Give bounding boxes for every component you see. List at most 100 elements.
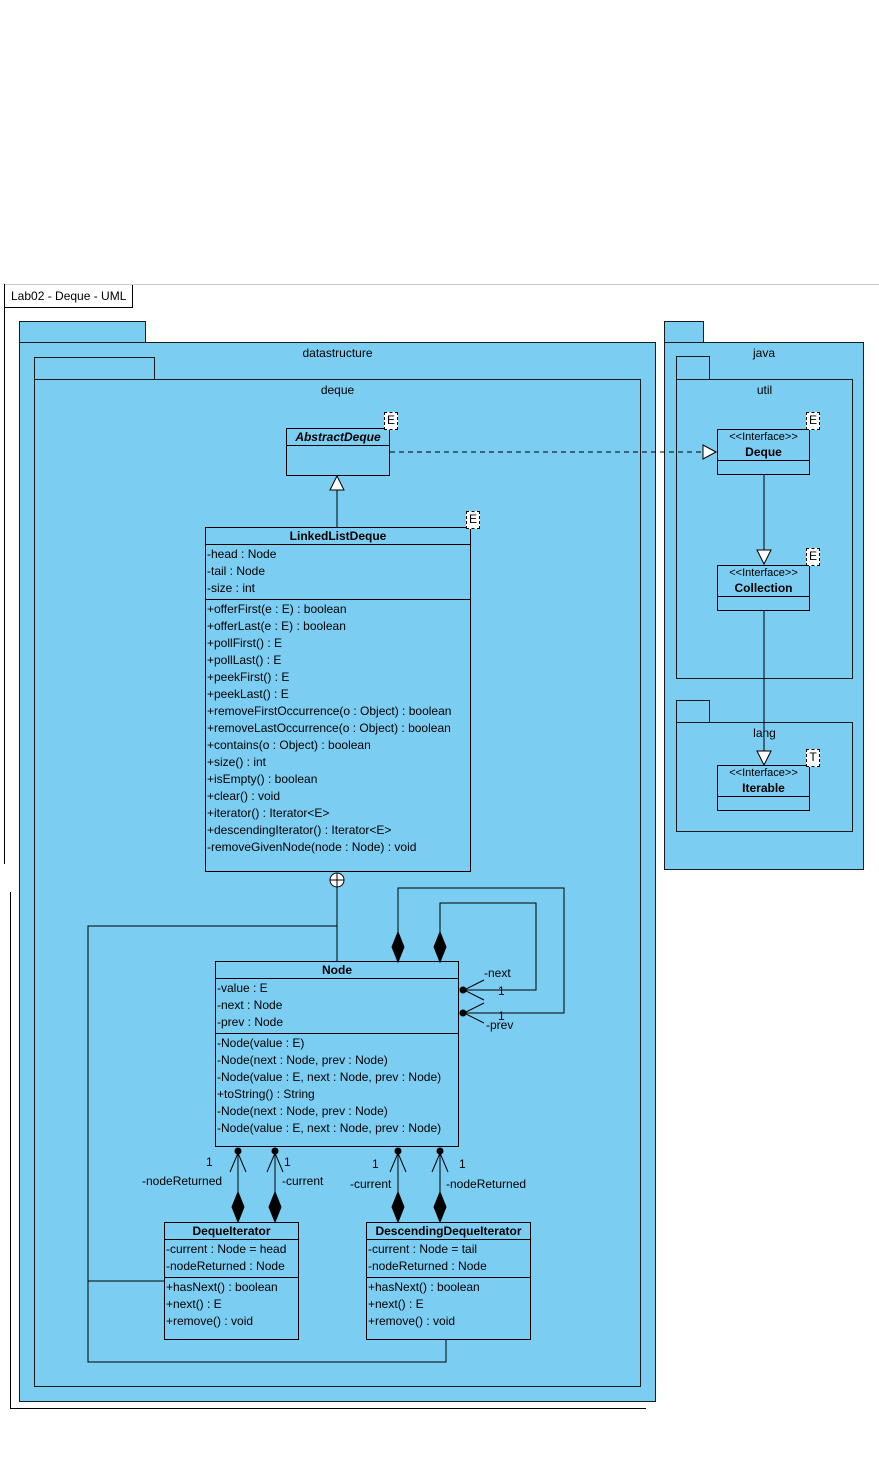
package-deque-tab[interactable] bbox=[34, 357, 155, 380]
self-assoc-prev-diamond bbox=[391, 930, 405, 964]
operation: +remove() : void bbox=[166, 1314, 254, 1328]
interface-deque[interactable]: <<Interface>> Deque bbox=[717, 429, 810, 475]
operation: +size() : int bbox=[207, 755, 267, 769]
operation: +pollFirst() : E bbox=[207, 636, 283, 650]
realization-arrowhead bbox=[702, 444, 718, 460]
nesting-line-deque-iterator bbox=[87, 925, 337, 1282]
ddi-node-returned-arrow bbox=[431, 1151, 449, 1173]
operation: +peekFirst() : E bbox=[207, 670, 290, 684]
operation: -removeGivenNode(node : Node) : void bbox=[207, 840, 417, 854]
attribute: -current : Node = head bbox=[166, 1242, 287, 1256]
interface-iterable-name: Iterable bbox=[718, 780, 809, 797]
deque-type-param: E bbox=[806, 412, 820, 430]
interface-iterable[interactable]: <<Interface>> Iterable bbox=[717, 765, 810, 811]
package-datastructure-tab[interactable] bbox=[19, 321, 146, 343]
attribute: -nodeReturned : Node bbox=[166, 1259, 285, 1273]
ddi-current-diamond bbox=[391, 1190, 405, 1224]
nesting-line-descending-iterator bbox=[87, 1281, 447, 1363]
operation: +peekLast() : E bbox=[207, 687, 289, 701]
deque-collection-arrowhead bbox=[756, 549, 772, 566]
descending-deque-iterator-operations: +hasNext() : boolean +next() : E +remove… bbox=[367, 1278, 530, 1332]
attribute: -next : Node bbox=[217, 998, 283, 1012]
package-util-name: util bbox=[756, 383, 773, 397]
operation: +next() : E bbox=[368, 1297, 424, 1311]
di-node-returned-diamond bbox=[231, 1190, 245, 1224]
operation: +contains(o : Object) : boolean bbox=[207, 738, 371, 752]
operation: +iterator() : Iterator<E> bbox=[207, 806, 330, 820]
attribute: -current : Node = tail bbox=[368, 1242, 478, 1256]
collection-type-param: E bbox=[806, 548, 820, 566]
operation: +clear() : void bbox=[207, 789, 281, 803]
operation: +remove() : void bbox=[368, 1314, 456, 1328]
interface-iterable-stereotype: <<Interface>> bbox=[729, 767, 798, 779]
frame-bottom-line bbox=[10, 1408, 646, 1409]
operation: +hasNext() : boolean bbox=[368, 1280, 480, 1294]
ddi-current-role: -current bbox=[350, 1177, 392, 1191]
descending-deque-iterator-attributes: -current : Node = tail -nodeReturned : N… bbox=[367, 1240, 530, 1278]
linked-list-deque-type-param: E bbox=[466, 511, 480, 529]
attribute: -head : Node bbox=[207, 547, 277, 561]
abstract-deque-type-param: E bbox=[384, 412, 398, 430]
ddi-current-arrow bbox=[389, 1151, 407, 1173]
operation: +offerFirst(e : E) : boolean bbox=[207, 602, 347, 616]
interface-collection[interactable]: <<Interface>> Collection bbox=[717, 565, 810, 611]
package-deque-name: deque bbox=[320, 383, 355, 397]
node-operations: -Node(value : E) -Node(next : Node, prev… bbox=[216, 1034, 458, 1139]
class-node-name: Node bbox=[216, 962, 458, 979]
deque-iterator-attributes: -current : Node = head -nodeReturned : N… bbox=[165, 1240, 298, 1278]
class-node[interactable]: Node -value : E -next : Node -prev : Nod… bbox=[215, 961, 459, 1147]
self-assoc-prev-line bbox=[397, 887, 565, 1014]
class-deque-iterator-name: DequeIterator bbox=[165, 1223, 298, 1240]
iterable-type-param: T bbox=[806, 749, 820, 767]
ddi-node-returned-multiplicity: 1 bbox=[459, 1157, 466, 1171]
operation: +removeLastOccurrence(o : Object) : bool… bbox=[207, 721, 451, 735]
frame-title-text: Lab02 - Deque - UML bbox=[11, 289, 127, 303]
self-assoc-prev-arrow bbox=[462, 1002, 485, 1024]
operation: +next() : E bbox=[166, 1297, 222, 1311]
class-deque-iterator[interactable]: DequeIterator -current : Node = head -no… bbox=[164, 1222, 299, 1340]
attribute: -prev : Node bbox=[217, 1015, 284, 1029]
attribute: -value : E bbox=[217, 981, 268, 995]
ddi-current-multiplicity: 1 bbox=[372, 1157, 379, 1171]
ddi-node-returned-role: -nodeReturned bbox=[446, 1177, 527, 1191]
package-java-tab[interactable] bbox=[664, 321, 704, 343]
class-linked-list-deque[interactable]: LinkedListDeque -head : Node -tail : Nod… bbox=[205, 527, 471, 872]
interface-deque-name: Deque bbox=[718, 444, 809, 461]
di-current-multiplicity: 1 bbox=[284, 1155, 291, 1169]
di-node-returned-arrow bbox=[229, 1151, 247, 1173]
frame-title: Lab02 - Deque - UML bbox=[5, 285, 134, 308]
next-role-label: -next bbox=[484, 966, 511, 980]
class-linked-list-deque-name: LinkedListDeque bbox=[206, 528, 470, 545]
package-java-name: java bbox=[752, 346, 775, 360]
class-descending-deque-iterator-name: DescendingDequeIterator bbox=[367, 1223, 530, 1240]
operation: +toString() : String bbox=[217, 1087, 315, 1101]
next-multiplicity-label: 1 bbox=[498, 984, 505, 998]
package-lang-tab[interactable] bbox=[676, 700, 710, 723]
node-attributes: -value : E -next : Node -prev : Node bbox=[216, 979, 458, 1034]
package-util-tab[interactable] bbox=[676, 356, 710, 380]
operation: +descendingIterator() : Iterator<E> bbox=[207, 823, 392, 837]
frame-border-left bbox=[4, 284, 5, 864]
prev-multiplicity-label: 1 bbox=[498, 1009, 505, 1023]
collection-iterable-arrowhead bbox=[756, 750, 772, 767]
attribute: -nodeReturned : Node bbox=[368, 1259, 487, 1273]
class-abstract-deque-name: AbstractDeque bbox=[287, 429, 389, 446]
interface-deque-stereotype: <<Interface>> bbox=[729, 431, 798, 443]
operation: -Node(value : E, next : Node, prev : Nod… bbox=[217, 1070, 442, 1084]
frame-border-top bbox=[4, 284, 879, 285]
package-datastructure-name: datastructure bbox=[302, 346, 373, 360]
interface-collection-stereotype: <<Interface>> bbox=[729, 567, 798, 579]
interface-collection-name: Collection bbox=[718, 580, 809, 597]
ddi-node-returned-diamond bbox=[433, 1190, 447, 1224]
attribute: -size : int bbox=[207, 581, 256, 595]
operation: -Node(next : Node, prev : Node) bbox=[217, 1053, 388, 1067]
class-abstract-deque[interactable]: AbstractDeque bbox=[286, 428, 390, 476]
operation: -Node(next : Node, prev : Node) bbox=[217, 1104, 388, 1118]
operation: +offerLast(e : E) : boolean bbox=[207, 619, 346, 633]
generalization-arrowhead bbox=[329, 474, 345, 491]
operation: -Node(value : E, next : Node, prev : Nod… bbox=[217, 1121, 442, 1135]
operation: +isEmpty() : boolean bbox=[207, 772, 318, 786]
self-assoc-next-line bbox=[439, 902, 537, 991]
di-current-role: -current bbox=[282, 1174, 324, 1188]
class-descending-deque-iterator[interactable]: DescendingDequeIterator -current : Node … bbox=[366, 1222, 531, 1340]
